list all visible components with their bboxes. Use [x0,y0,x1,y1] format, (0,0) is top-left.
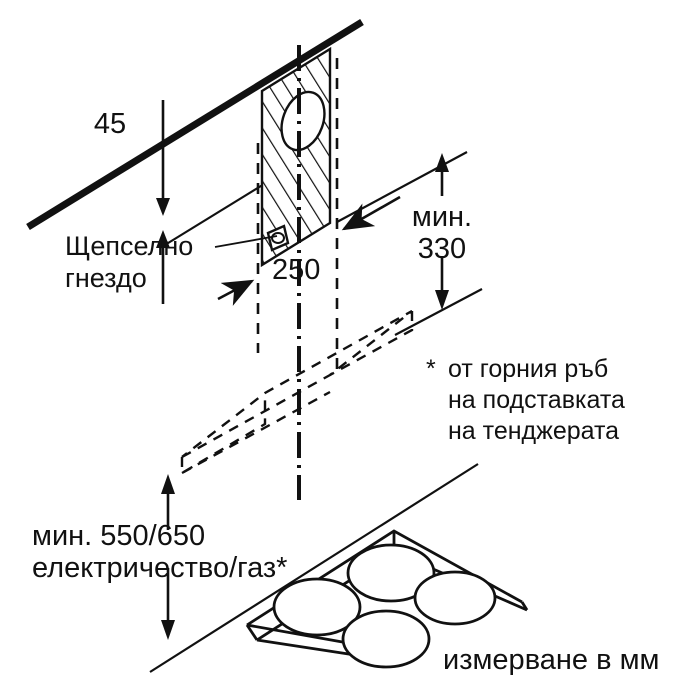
min-550-label-line2: електричество/газ* [32,552,287,584]
extension-lines [256,58,339,375]
cooktop [245,529,529,669]
socket-callout: Щепселно гнездо [65,231,278,293]
dimension-45: 45 [94,100,301,304]
footnote-line3: на тенджерата [448,417,619,445]
burner-front [341,609,431,669]
ceiling-line [26,19,364,230]
footnote-line2: на подставката [448,386,625,414]
min-330-label-line2: 330 [418,233,466,265]
power-socket-symbol [266,224,290,252]
counter-reference-line [149,463,479,673]
burner-back [346,543,436,603]
footnote-marker: * [426,355,436,383]
footnote-line1: от горния ръб [448,355,608,383]
dimension-45-label: 45 [94,108,126,140]
units-note-label: измерване в мм [443,644,659,676]
units-note: измерване в мм [443,644,659,676]
dimension-250-label: 250 [272,254,320,286]
socket-label-line2: гнездо [65,263,147,293]
min-330-label-line1: мин. [412,201,472,233]
dimension-min-330: мин. 330 [412,153,472,310]
burner-left [272,577,362,637]
dimension-min-550-650: мин. 550/650 електричество/газ* [32,474,287,640]
burner-right [413,570,497,626]
hood-footprint-dashed [180,309,414,476]
socket-label-line1: Щепселно [65,231,193,261]
dimension-250: 250 [217,195,401,306]
min-550-label-line1: мин. 550/650 [32,520,205,552]
footnote-block: * от горния ръб на подставката на тендже… [426,355,625,445]
duct-opening-ellipse [280,90,326,152]
